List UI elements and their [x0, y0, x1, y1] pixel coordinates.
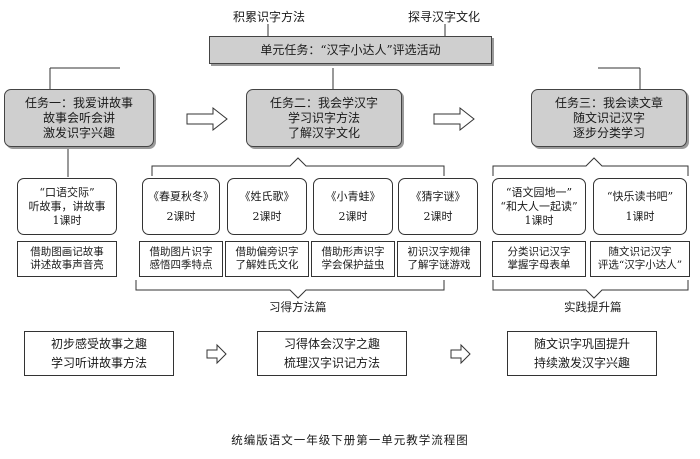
outcome1-line1: 初步感受故事之趣	[50, 336, 147, 351]
lesson5-line2: 2课时	[423, 209, 453, 223]
brace-label-practice: 实践提升篇	[564, 300, 622, 314]
activity3-line1: 借助偏旁识字	[235, 246, 299, 258]
lesson5-line1: 《猜字谜》	[410, 189, 466, 203]
activity-box-6: 分类识记汉字 掌握字母表单	[492, 241, 586, 277]
brace-task2-lessons	[151, 157, 445, 176]
task1-line2: 故事会听会讲	[42, 110, 115, 125]
activity1-line1: 借助图画记故事	[30, 246, 104, 258]
arrow-outcome1-to-outcome2	[206, 343, 227, 365]
brace-methods	[135, 280, 445, 299]
task1-line3: 激发识字兴趣	[42, 125, 115, 140]
task2-line2: 学习识字方法	[287, 110, 360, 125]
lesson6-line1: “语文园地一”	[505, 185, 573, 199]
task3-line1: 任务三：我会读文章	[554, 95, 663, 110]
label-explore-culture: 探寻汉字文化	[408, 10, 481, 24]
task1-line1: 任务一：我爱讲故事	[24, 95, 133, 110]
lesson6-line3: 1课时	[524, 213, 554, 227]
arrow-task2-to-task3	[433, 106, 475, 132]
lesson-box-4: 《小青蛙》 2课时	[313, 178, 393, 235]
activity-box-7: 随文识记汉字 评选“汉字小达人”	[590, 241, 690, 277]
lesson7-line2: 1课时	[625, 209, 655, 223]
outcome-box-3: 随文识字巩固提升 持续激发汉字兴趣	[507, 331, 657, 376]
activity-box-2: 借助图片识字 感悟四季特点	[139, 241, 223, 277]
activity2-line1: 借助图片识字	[149, 246, 213, 258]
task2-line1: 任务二：我会学汉字	[269, 95, 378, 110]
main-task-box: 单元任务：“汉字小达人”评选活动	[209, 36, 492, 64]
activity5-line2: 了解字谜游戏	[407, 259, 471, 271]
lesson1-line2: 听故事，讲故事	[28, 199, 106, 213]
task-box-3: 任务三：我会读文章 随文识记汉字 逐步分类学习	[531, 89, 687, 147]
lesson7-line1: “快乐读书吧”	[606, 189, 674, 203]
lesson2-line1: 《春夏秋冬》	[148, 189, 214, 203]
lesson6-line2: “和大人一起读”	[500, 199, 578, 213]
activity6-line2: 掌握字母表单	[507, 259, 571, 271]
activity7-line2: 评选“汉字小达人”	[597, 259, 683, 271]
lesson-box-5: 《猜字谜》 2课时	[398, 178, 478, 235]
task2-line3: 了解汉字文化	[287, 125, 360, 140]
activity-box-3: 借助偏旁识字 了解姓氏文化	[225, 241, 309, 277]
lesson4-line1: 《小青蛙》	[325, 189, 381, 203]
activity-box-4: 借助形声识字 学会保护益虫	[311, 241, 395, 277]
task3-line3: 逐步分类学习	[572, 125, 645, 140]
activity-box-5: 初识汉字规律 了解字谜游戏	[397, 241, 481, 277]
activity1-line2: 讲述故事声音亮	[30, 259, 104, 271]
activity-box-1: 借助图画记故事 讲述故事声音亮	[17, 241, 117, 277]
lesson3-line2: 2课时	[252, 209, 282, 223]
activity6-line1: 分类识记汉字	[507, 246, 571, 258]
outcome2-line2: 梳理汉字识记方法	[283, 355, 380, 370]
outcome2-line1: 习得体会汉字之趣	[283, 336, 380, 351]
activity2-line2: 感悟四季特点	[149, 259, 213, 271]
activity7-line1: 随文识记汉字	[608, 246, 672, 258]
outcome-box-1: 初步感受故事之趣 学习听讲故事方法	[24, 331, 174, 376]
activity4-line1: 借助形声识字	[321, 246, 385, 258]
lesson1-line3: 1课时	[52, 213, 82, 227]
lesson2-line2: 2课时	[166, 209, 196, 223]
task3-line2: 随文识记汉字	[572, 110, 645, 125]
lesson-box-6: “语文园地一” “和大人一起读” 1课时	[492, 178, 586, 235]
activity5-line1: 初识汉字规律	[407, 246, 471, 258]
lesson3-line1: 《姓氏歌》	[239, 189, 295, 203]
lesson1-line1: “口语交际”	[39, 185, 95, 199]
outcome1-line2: 学习听讲故事方法	[50, 355, 147, 370]
label-accumulate-methods: 积累识字方法	[233, 10, 306, 24]
lesson4-line2: 2课时	[338, 209, 368, 223]
outcome3-line1: 随文识字巩固提升	[533, 336, 630, 351]
activity4-line2: 学会保护益虫	[321, 259, 385, 271]
lesson-box-1: “口语交际” 听故事，讲故事 1课时	[17, 178, 117, 235]
arrow-outcome2-to-outcome3	[450, 343, 471, 365]
outcome3-line2: 持续激发汉字兴趣	[533, 355, 630, 370]
lesson-box-2: 《春夏秋冬》 2课时	[142, 178, 220, 235]
activity3-line2: 了解姓氏文化	[235, 259, 299, 271]
arrow-task1-to-task2	[186, 106, 228, 132]
main-task-text: 单元任务：“汉字小达人”评选活动	[260, 42, 441, 57]
outcome-box-2: 习得体会汉字之趣 梳理汉字识记方法	[257, 331, 407, 376]
brace-label-methods: 习得方法篇	[269, 300, 327, 314]
lesson-box-3: 《姓氏歌》 2课时	[227, 178, 307, 235]
brace-task3-lessons	[492, 157, 689, 176]
lesson-box-7: “快乐读书吧” 1课时	[593, 178, 687, 235]
figure-caption: 统编版语文一年级下册第一单元教学流程图	[231, 433, 469, 447]
task-box-1: 任务一：我爱讲故事 故事会听会讲 激发识字兴趣	[4, 89, 154, 147]
brace-practice	[492, 280, 689, 299]
task-box-2: 任务二：我会学汉字 学习识字方法 了解汉字文化	[246, 89, 402, 147]
